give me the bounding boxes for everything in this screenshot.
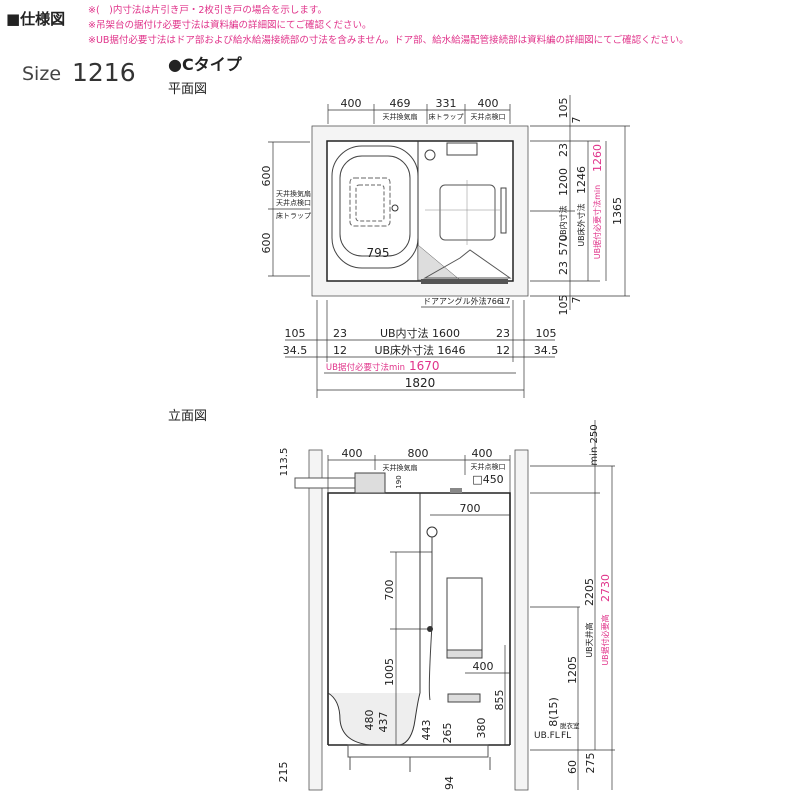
ventilation-fan-icon (354, 472, 386, 494)
plan-top-dim: 400 (478, 97, 499, 110)
plan-top-label: 天井換気扇 (383, 112, 418, 121)
ceiling-height: 2205 (583, 578, 596, 606)
plan-bottom-dim: 105 (536, 327, 557, 340)
plan-bottom-dim: 23 (496, 327, 510, 340)
elev-dim: 700 (460, 502, 481, 515)
plan-floor-width: 1246 (575, 166, 588, 194)
elev-top-dim: 400 (342, 447, 363, 460)
note-3: ※UB据付必要寸法はドア部および給水給湯接続部の寸法を含みません。ドア部、給水給… (88, 34, 689, 46)
plan-top-dim: 400 (341, 97, 362, 110)
elev-dim: 215 (277, 762, 290, 783)
door-angle-label: ドアアングル外法766 (423, 296, 502, 306)
plan-top-dim: 331 (436, 97, 457, 110)
tub-width: 795 (367, 246, 390, 260)
ceiling-label: UB天井高 (584, 622, 594, 657)
plan-top-label: 床トラップ (429, 112, 464, 121)
mirror (446, 577, 483, 651)
elev-dim: 700 (383, 580, 396, 601)
dressing-room-label: 脱衣室 (560, 721, 580, 730)
install-height: 2730 (599, 574, 612, 602)
elev-dim: 94 (443, 776, 456, 790)
elev-top-dim: 400 (472, 447, 493, 460)
plan-bottom-dim: 34.5 (283, 344, 308, 357)
elev-dim: 190 (395, 475, 403, 488)
plan-inner-label: UB内寸法 (558, 205, 568, 240)
elev-dim: 380 (475, 718, 488, 739)
elev-dim: 480 (363, 710, 376, 731)
plan-right-dim: 570 (557, 235, 570, 256)
plan-right-dim: 7 (570, 297, 583, 304)
plan-floor-width: UB床外寸法 1646 (374, 343, 465, 357)
size-label: Size (22, 63, 61, 85)
plan-left-label: 床トラップ (276, 211, 311, 220)
plan-inner-height: 1200 (557, 168, 570, 196)
plan-right-dim: 23 (557, 261, 570, 275)
shower-head-icon (426, 526, 438, 538)
elev-dim: min 250 (589, 424, 600, 465)
plan-top-dim: 469 (390, 97, 411, 110)
elev-dim: 8(15) (547, 697, 560, 727)
duct (294, 477, 356, 489)
plan-top-label: 天井点検口 (471, 112, 506, 121)
elev-dim: 437 (377, 712, 390, 733)
plan-install-label: UB据付必要寸法min (326, 362, 405, 373)
elev-dim: 265 (441, 723, 454, 744)
plan-title: 平面図 (168, 82, 207, 97)
plan-bottom-dim: 23 (333, 327, 347, 340)
elevation-title: 立面図 (168, 409, 207, 424)
plan-inner-width: UB内寸法 1600 (380, 326, 460, 340)
plan-bottom-dim: 12 (333, 344, 347, 357)
faucet (447, 693, 481, 703)
plan-bottom-dim: 34.5 (534, 344, 559, 357)
size-value: 1216 (72, 58, 136, 87)
plan-right-dim: 7 (570, 117, 583, 124)
fan-label: 天井換気扇 (383, 463, 418, 472)
type-label: ●Cタイプ (168, 55, 243, 74)
plan-view: 400 469 331 400 天井換気扇 床トラップ 天井点検口 600 60… (260, 95, 630, 398)
plan-install-width: 1670 (409, 359, 440, 373)
ub-fl-label: UB.FL (534, 731, 560, 741)
elev-top-dim: 800 (408, 447, 429, 460)
plan-total-width: 1820 (405, 376, 436, 390)
plan-left-label: 天井換気扇 (276, 189, 311, 198)
elevation-view: 400 800 400 天井換気扇 天井点検口 □450 113.5 190 7… (277, 420, 615, 791)
plan-total-depth: 1365 (611, 197, 624, 225)
elev-dim: 855 (493, 690, 506, 711)
plan-bottom-dim: 105 (285, 327, 306, 340)
shower-head-icon (424, 149, 436, 161)
plan-install-value: 1260 (591, 144, 604, 172)
elev-dim: 400 (473, 660, 494, 673)
elev-dim: 1205 (566, 656, 579, 684)
elev-dim: 113.5 (279, 448, 290, 477)
plan-right-dim: 105 (557, 98, 570, 119)
note-2: ※吊架台の据付け必要寸法は資料編の詳細図にてご確認ください。 (88, 19, 371, 31)
door-angle-extra: 17 (500, 297, 510, 306)
note-1: ※( )内寸法は片引き戸・2枚引き戸の場合を示します。 (88, 4, 327, 16)
inspection-hatch-icon (450, 488, 462, 493)
hatch-label: 天井点検口 (471, 462, 506, 471)
elev-dim: 275 (584, 753, 597, 774)
plan-left-dim: 600 (260, 233, 273, 254)
plan-install-label: UB据付必要寸法min (592, 185, 602, 259)
drain-icon (391, 204, 399, 212)
elev-dim: 443 (420, 720, 433, 741)
elev-dim: 1005 (383, 658, 396, 686)
plan-right-dim: 23 (557, 143, 570, 157)
plan-right-dim: 105 (557, 295, 570, 316)
hatch-size: □450 (472, 473, 503, 486)
plan-left-dim: 600 (260, 166, 273, 187)
plan-left-label: 天井点検口 (276, 198, 311, 207)
plan-bottom-dim: 12 (496, 344, 510, 357)
elev-dim: 60 (566, 760, 579, 774)
plan-floor-label: UB床外寸法 (576, 203, 586, 246)
install-height-label: UB据付必要高 (600, 614, 610, 665)
section-title: ■仕様図 (6, 10, 65, 28)
fl-label: FL (561, 731, 571, 741)
